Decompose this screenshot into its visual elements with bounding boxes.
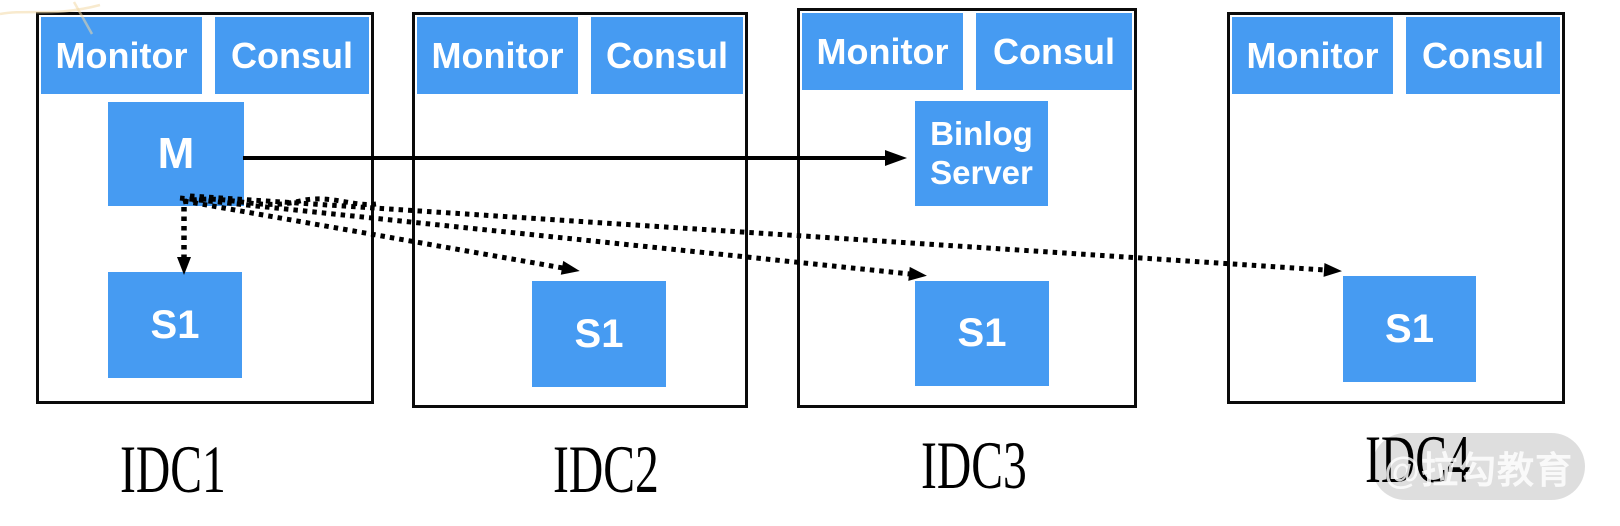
idc3-monitor-box: Monitor <box>802 13 963 90</box>
idc1-master-label: M <box>157 129 195 178</box>
idc2-consul-label: Consul <box>606 34 728 76</box>
idc4-box: Monitor Consul S1 <box>1227 12 1565 404</box>
idc3-slave-node: S1 <box>915 281 1049 386</box>
idc1-consul-label: Consul <box>231 34 353 76</box>
idc3-binlog-server-node: Binlog Server <box>915 101 1048 206</box>
idc4-consul-label: Consul <box>1422 34 1544 76</box>
idc1-caption: IDC1 <box>120 431 226 507</box>
idc2-box: Monitor Consul S1 <box>412 12 748 408</box>
idc1-master-node: M <box>108 102 244 206</box>
idc4-slave-node: S1 <box>1343 276 1476 382</box>
idc4-monitor-box: Monitor <box>1232 17 1393 94</box>
idc2-monitor-box: Monitor <box>417 17 578 94</box>
idc1-slave-label: S1 <box>150 302 200 347</box>
idc3-box: Monitor Consul Binlog Server S1 <box>797 8 1137 408</box>
watermark-text: @拉勾教育 <box>1383 449 1574 491</box>
idc3-caption: IDC3 <box>921 427 1027 503</box>
idc4-monitor-label: Monitor <box>1246 34 1379 76</box>
idc1-box: Monitor Consul M S1 <box>36 12 374 404</box>
idc2-caption: IDC2 <box>553 431 659 507</box>
watermark-pill: @拉勾教育 <box>1372 433 1585 500</box>
idc3-slave-label: S1 <box>957 311 1007 355</box>
idc4-caption: IDC4 <box>1365 421 1471 497</box>
idc2-monitor-label: Monitor <box>431 34 564 76</box>
idc1-consul-box: Consul <box>215 17 369 94</box>
idc1-monitor-label: Monitor <box>55 34 188 76</box>
idc2-slave-node: S1 <box>532 281 666 387</box>
idc3-consul-box: Consul <box>976 13 1132 90</box>
idc3-binlog-server-label: Binlog Server <box>930 115 1033 191</box>
idc1-monitor-box: Monitor <box>41 17 202 94</box>
idc3-consul-label: Consul <box>993 30 1115 72</box>
idc4-slave-label: S1 <box>1385 306 1434 351</box>
idc3-monitor-label: Monitor <box>816 30 949 72</box>
idc2-consul-box: Consul <box>591 17 743 94</box>
idc4-consul-box: Consul <box>1406 17 1560 94</box>
idc1-slave-node: S1 <box>108 272 242 378</box>
idc2-slave-label: S1 <box>574 311 624 356</box>
